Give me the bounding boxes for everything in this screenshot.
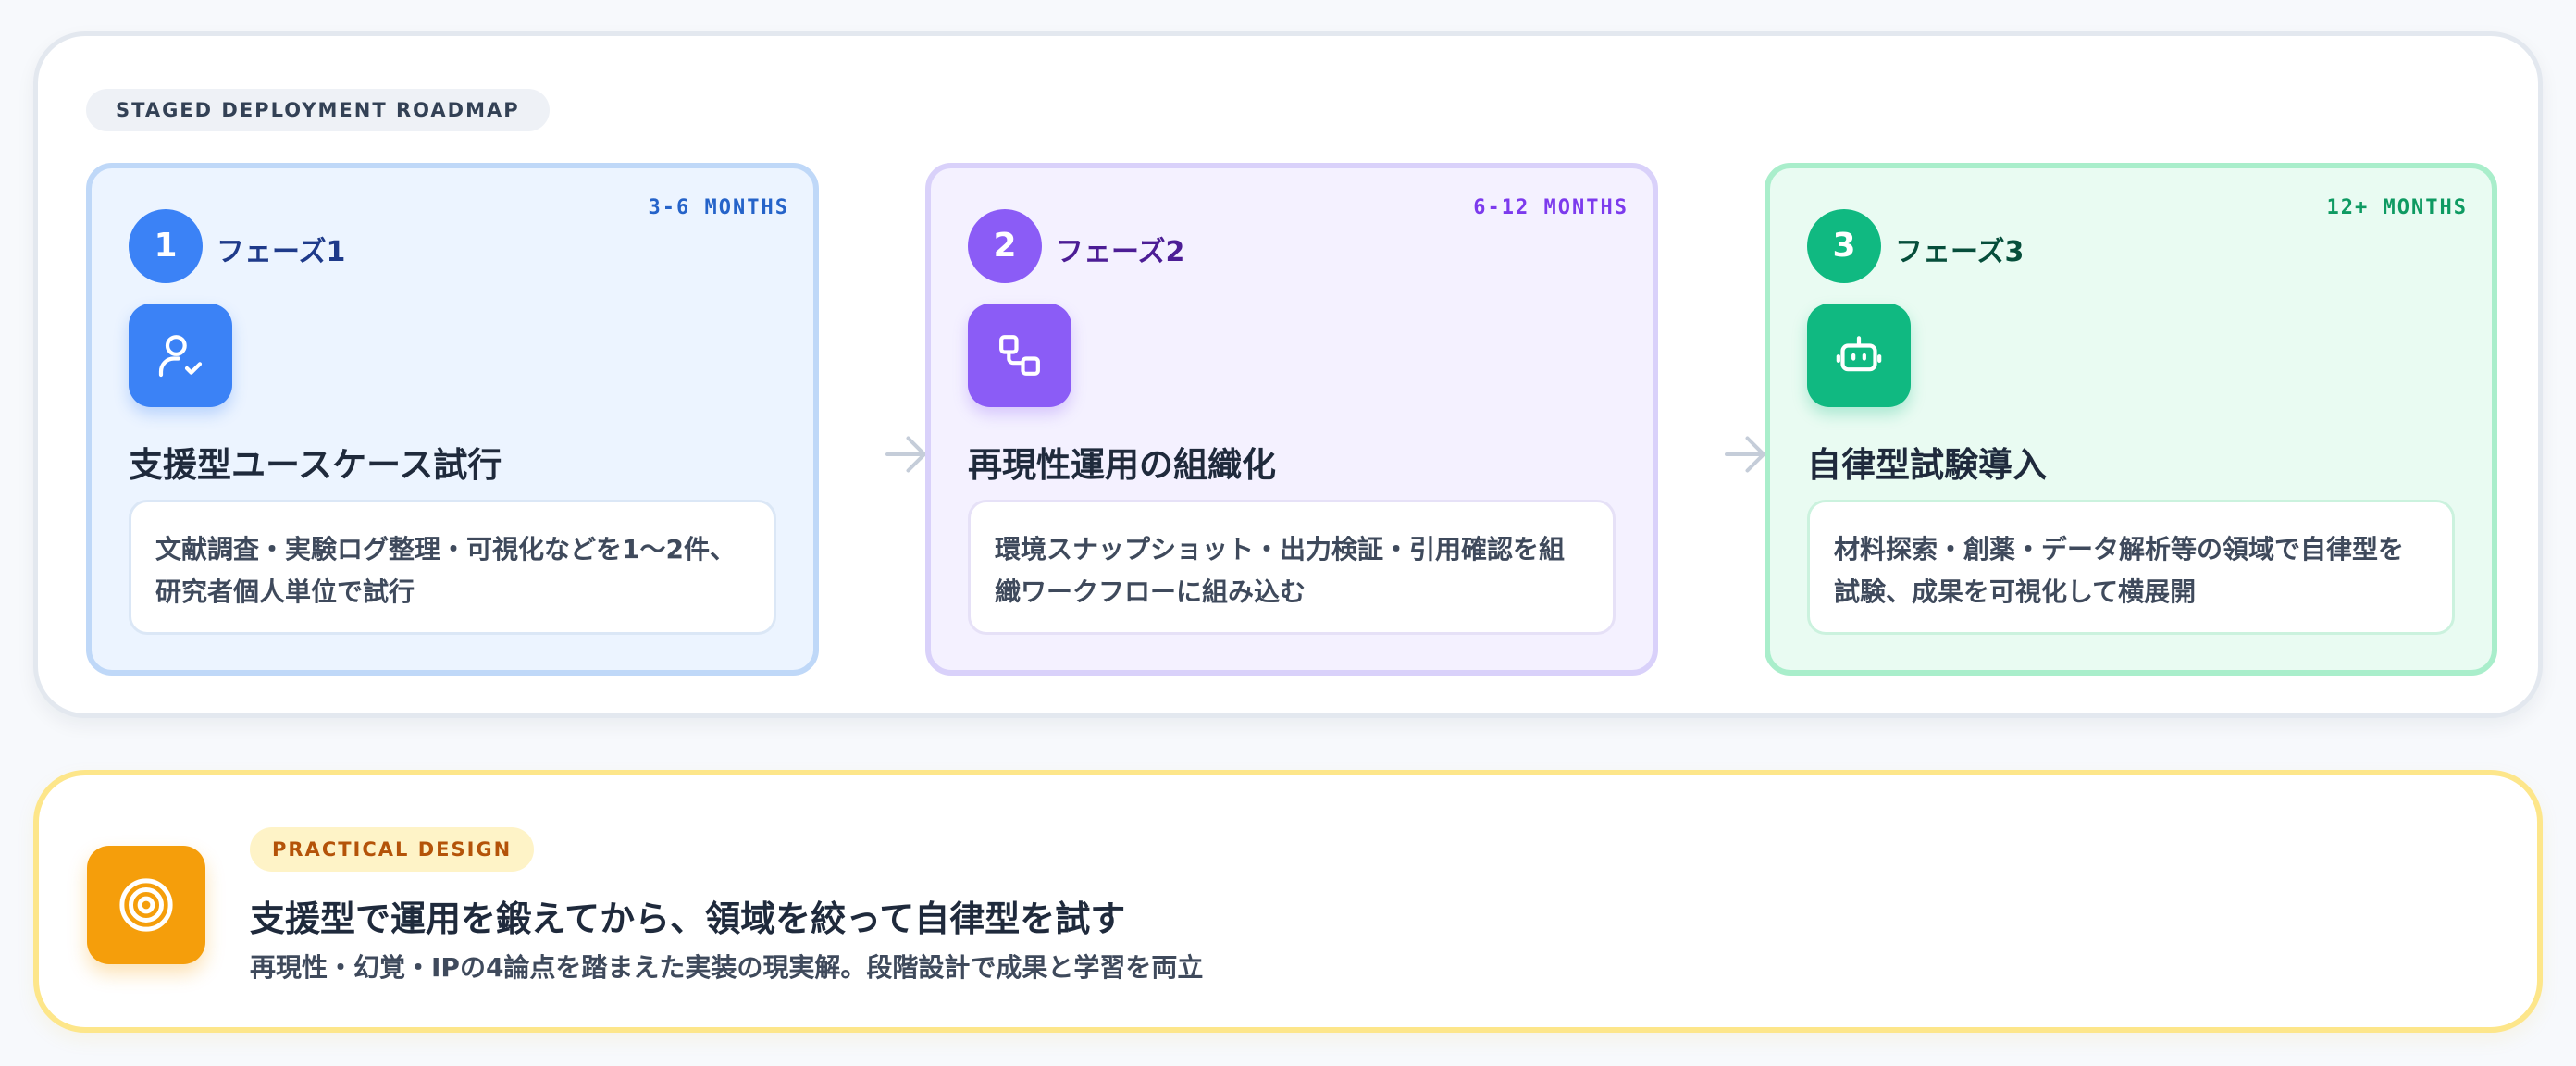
phase-title: 自律型試験導入 [1807,445,2047,485]
phase-description-line: 文献調査・実験ログ整理・可視化などを1〜2件、 [155,534,736,564]
phase-description-line: 織ワークフローに組み込む [995,576,1307,607]
roadmap-tag: STAGED DEPLOYMENT ROADMAP [86,89,550,131]
practical-design-panel: PRACTICAL DESIGN 支援型で運用を鍛えてから、領域を絞って自律型を… [33,770,2543,1033]
phase-card-1: 3-6 MONTHS 1 フェーズ1 支援型ユースケース試行 文献調査・実験ログ… [86,163,819,676]
phase-name: フェーズ3 [1895,236,2025,268]
phase-description: 材料探索・創薬・データ解析等の領域で自律型を 試験、成果を可視化して横展開 [1807,500,2455,635]
phase-name: フェーズ1 [217,236,346,268]
practical-subtitle: 再現性・幻覚・IPの4論点を踏まえた実装の現実解。段階設計で成果と学習を両立 [250,952,1204,983]
phase-title: 再現性運用の組織化 [968,445,1276,485]
arrow-right-icon [878,427,934,482]
phase-card-2: 6-12 MONTHS 2 フェーズ2 再現性運用の組織化 環境スナップショット… [925,163,1658,676]
phase-duration: 6-12 MONTHS [1473,196,1629,219]
phase-description-line: 研究者個人単位で試行 [155,576,415,607]
phase-card-3: 12+ MONTHS 3 フェーズ3 自律型試験導入 材料探索・創薬・データ解析… [1765,163,2497,676]
practical-title: 支援型で運用を鍛えてから、領域を絞って自律型を試す [250,899,1126,939]
phase-description: 環境スナップショット・出力検証・引用確認を組 織ワークフローに組み込む [968,500,1616,635]
phase-duration: 12+ MONTHS [2326,196,2468,219]
phase-duration: 3-6 MONTHS [648,196,789,219]
phase-description: 文献調査・実験ログ整理・可視化などを1〜2件、 研究者個人単位で試行 [129,500,776,635]
phase-description-line: 材料探索・創薬・データ解析等の領域で自律型を [1834,534,2405,564]
phase-number-badge: 3 [1807,209,1881,283]
phase-name: フェーズ2 [1056,236,1185,268]
user-check-icon [129,304,232,407]
arrow-right-icon [1717,427,1773,482]
phase-number-badge: 2 [968,209,1042,283]
phase-description-line: 試験、成果を可視化して横展開 [1834,576,2197,607]
roadmap-panel: STAGED DEPLOYMENT ROADMAP 3-6 MONTHS 1 フ… [33,31,2543,718]
workflow-icon [968,304,1071,407]
phase-description-line: 環境スナップショット・出力検証・引用確認を組 [995,534,1566,564]
practical-tag: PRACTICAL DESIGN [250,827,535,872]
phase-number-badge: 1 [129,209,203,283]
robot-icon [1807,304,1911,407]
phase-title: 支援型ユースケース試行 [129,445,502,485]
target-icon [87,846,205,964]
